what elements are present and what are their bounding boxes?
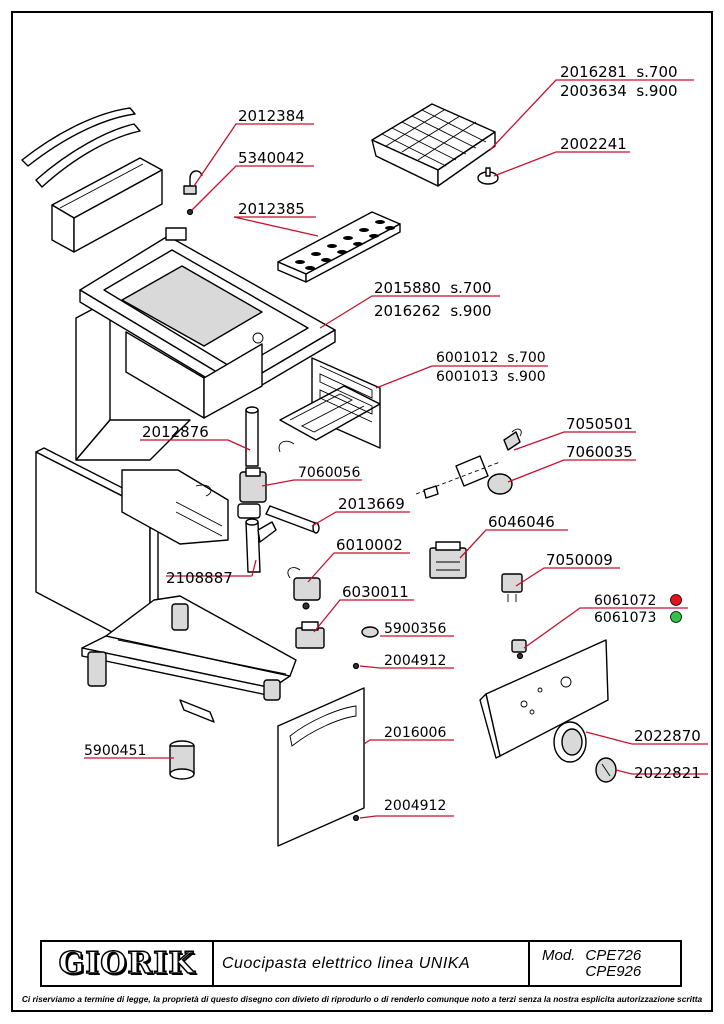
part-label-7050009: 7050009 [546,551,613,569]
model-label: Mod. [542,947,576,964]
part-number-labels: 2016281 s.700 2003634 s.900 2002241 2012… [84,63,701,814]
drain-pipe [245,406,259,467]
contactor [429,541,467,579]
part-label-5900451: 5900451 [84,743,146,759]
indicator-lamp-holder [511,639,527,660]
part-label-2003634: 2003634 s.900 [560,82,678,100]
part-label-2015880: 2015880 s.700 [374,279,492,297]
selector-switch [501,573,523,602]
knob-ring [553,721,587,763]
brand-logo: GIORIK [42,942,214,985]
heating-element [278,357,381,453]
part-label-6030011: 6030011 [342,583,409,601]
tank-top [79,227,336,419]
brand-logo-text: GIORIK [58,945,196,982]
base-frame [81,595,297,723]
overflow-pipe [265,505,320,534]
part-label-5900356: 5900356 [384,621,446,637]
part-label-2012384: 2012384 [238,107,305,125]
faucet [183,170,203,216]
control-knob [595,757,617,783]
control-panel [479,639,609,759]
part-label-6061073: 6061073 [594,610,656,626]
part-label-6061072: 6061072 [594,593,656,609]
part-label-6046046: 6046046 [488,513,555,531]
part-label-2022821: 2022821 [634,764,701,782]
model-code-2: CPE926 [585,963,642,980]
model-list: CPE726 CPE926 [585,948,641,980]
part-label-6001012: 6001012 s.700 [436,350,546,366]
red-lamp-indicator [670,594,682,606]
part-label-7060035: 7060035 [566,443,633,461]
copyright-disclaimer: Ci riserviamo a termine di legge, la pro… [21,994,703,1004]
part-label-7050501: 7050501 [566,415,633,433]
green-lamp-indicator [670,611,682,623]
part-label-2012876: 2012876 [142,423,209,441]
drain-valve [237,467,267,519]
part-label-2012385: 2012385 [238,200,305,218]
perforated-plate [277,211,401,283]
solenoid-valve [415,428,522,499]
leader-lines [84,79,708,819]
model-code-1: CPE726 [585,947,642,964]
tap-hole-cap [361,626,379,638]
adjustable-foot [169,740,195,780]
thermostat [287,567,321,610]
basket-grid [371,103,496,187]
screw-upper [352,662,360,670]
part-label-2016006: 2016006 [384,725,446,741]
top-rail-bars [21,107,141,188]
title-block: GIORIK Cuocipasta elettrico linea UNIKA … [40,940,682,987]
part-label-2016281: 2016281 s.700 [560,63,678,81]
model-info: Mod. CPE726 CPE926 [530,942,680,985]
part-label-2002241: 2002241 [560,135,627,153]
part-label-6001013: 6001013 s.900 [436,369,546,385]
part-label-7060056: 7060056 [298,465,360,481]
part-label-2022870: 2022870 [634,727,701,745]
splash-box [51,157,163,253]
front-door [277,687,365,847]
part-label-5340042: 5340042 [238,149,305,167]
part-label-2004912-lower: 2004912 [384,798,446,814]
part-label-2013669: 2013669 [338,495,405,513]
relay [295,621,325,649]
product-description: Cuocipasta elettrico linea UNIKA [214,942,530,985]
screw-lower [352,814,360,822]
part-label-2016262: 2016262 s.900 [374,302,492,320]
part-label-6010002: 6010002 [336,536,403,554]
part-label-2004912-upper: 2004912 [384,653,446,669]
element-housing [121,469,229,545]
part-label-2108887: 2108887 [166,569,233,587]
y-drain-fitting [245,518,277,573]
drain-knob [477,167,499,185]
